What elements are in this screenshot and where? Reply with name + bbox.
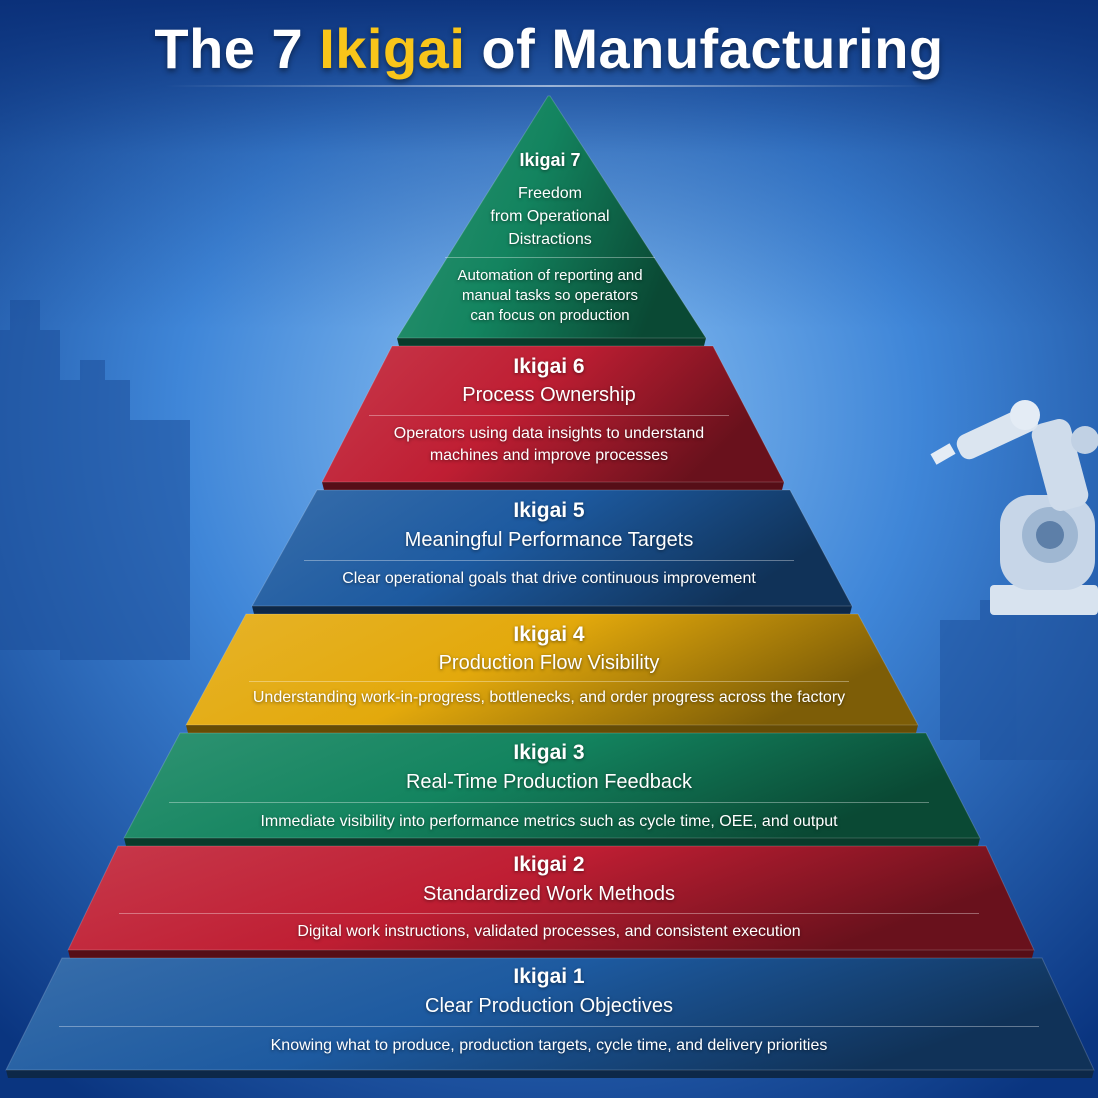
tier-2-name: Standardized Work Methods	[85, 882, 1013, 906]
tier-1-base-edge	[6, 1070, 1094, 1078]
tier-1-divider	[59, 1026, 1039, 1027]
tier-5-description: Clear operational goals that drive conti…	[264, 569, 834, 589]
tier-4-description: Understanding work-in-progress, bottlene…	[195, 688, 903, 708]
tier-1-name: Clear Production Objectives	[25, 994, 1073, 1018]
tier-2: Ikigai 2 Standardized Work Methods Digit…	[85, 852, 1013, 942]
tier-7: Ikigai 7 Freedom from Operational Distra…	[405, 148, 695, 326]
tier-7-level: Ikigai 7	[405, 148, 695, 172]
tier-6-base-edge	[322, 482, 784, 490]
tier-6-description-line-2: machines and improve processes	[330, 446, 768, 466]
tier-3-divider	[169, 802, 929, 803]
tier-3-name: Real-Time Production Feedback	[140, 770, 958, 794]
tier-3-description: Immediate visibility into performance me…	[140, 812, 958, 832]
tier-6-description-line-1: Operators using data insights to underst…	[330, 424, 768, 444]
tier-2-description: Digital work instructions, validated pro…	[85, 922, 1013, 942]
tier-1: Ikigai 1 Clear Production Objectives Kno…	[25, 964, 1073, 1056]
tier-3-level: Ikigai 3	[140, 740, 958, 766]
tier-7-name-line-2: from Operational	[405, 205, 695, 228]
tier-2-base-edge	[68, 950, 1034, 958]
tier-7-description-line-1: Automation of reporting and	[405, 266, 695, 286]
tier-3-base-edge	[124, 838, 980, 846]
tier-1-level: Ikigai 1	[25, 964, 1073, 990]
tier-6: Ikigai 6 Process Ownership Operators usi…	[330, 354, 768, 466]
tier-5-name: Meaningful Performance Targets	[264, 528, 834, 552]
tier-7-base-edge	[397, 338, 706, 346]
tier-5-divider	[304, 560, 794, 561]
tier-4: Ikigai 4 Production Flow Visibility Unde…	[195, 622, 903, 708]
tier-4-name: Production Flow Visibility	[195, 651, 903, 675]
tier-6-name: Process Ownership	[330, 383, 768, 407]
tier-4-base-edge	[186, 725, 918, 733]
tier-7-description-line-3: can focus on production	[405, 306, 695, 326]
tier-6-level: Ikigai 6	[330, 354, 768, 380]
tier-3: Ikigai 3 Real-Time Production Feedback I…	[140, 740, 958, 832]
tier-7-divider	[445, 257, 655, 258]
tier-7-name-line-1: Freedom	[405, 182, 695, 205]
tier-5-level: Ikigai 5	[264, 498, 834, 524]
tier-6-divider	[369, 415, 729, 416]
tier-4-divider	[249, 681, 849, 682]
tier-5-base-edge	[252, 606, 852, 614]
tier-2-level: Ikigai 2	[85, 852, 1013, 878]
tier-1-description: Knowing what to produce, production targ…	[25, 1036, 1073, 1056]
tier-7-name-line-3: Distractions	[405, 228, 695, 251]
tier-5: Ikigai 5 Meaningful Performance Targets …	[264, 498, 834, 589]
tier-7-description-line-2: manual tasks so operators	[405, 286, 695, 306]
tier-4-level: Ikigai 4	[195, 622, 903, 648]
tier-2-divider	[119, 913, 979, 914]
